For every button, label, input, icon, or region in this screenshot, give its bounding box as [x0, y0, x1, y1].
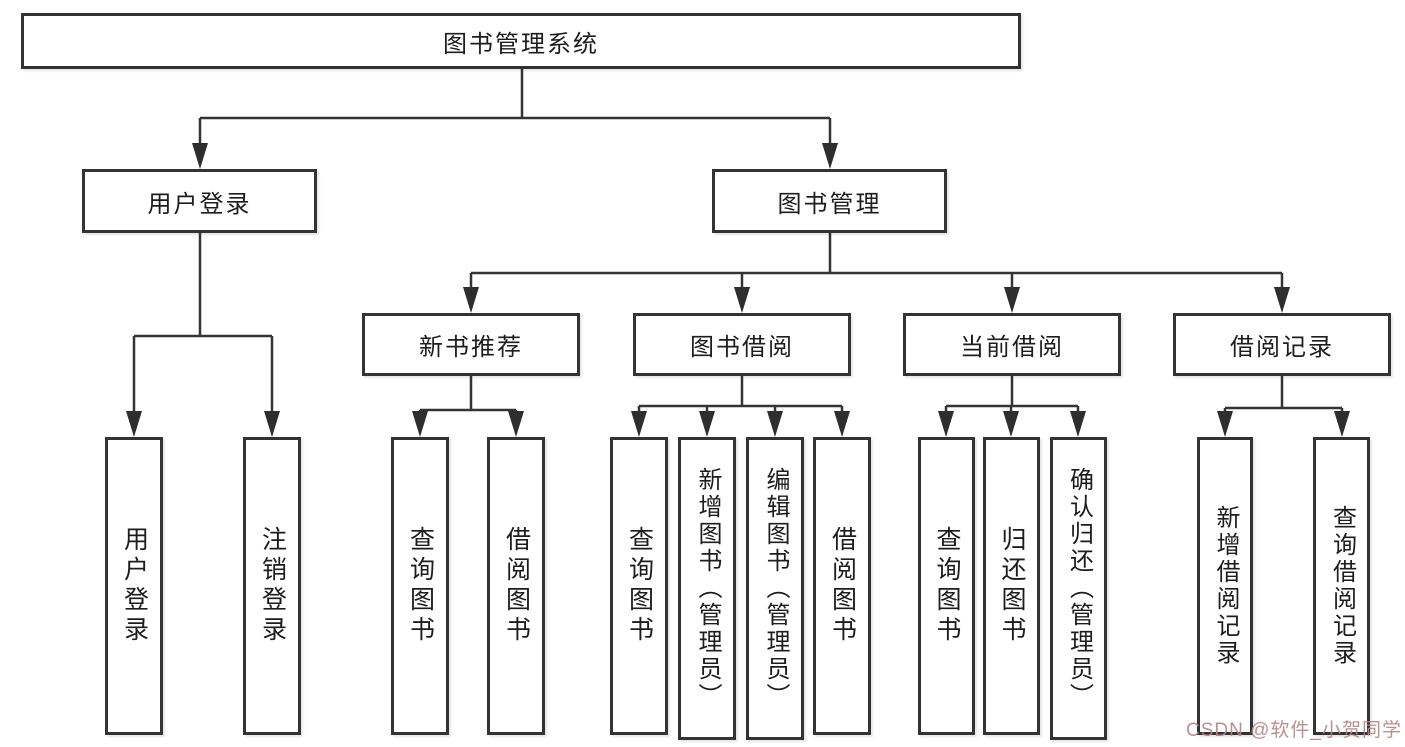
- leaf-borrow-books-label: 借阅图书: [828, 526, 857, 646]
- leaf-borrow-books-recommend: 借阅图书: [487, 437, 545, 735]
- leaf-confirm-return-admin-label: 确认归还（管理员）: [1065, 467, 1093, 710]
- node-book-management-label: 图书管理: [777, 190, 882, 218]
- node-current-borrow-label: 当前借阅: [960, 334, 1064, 361]
- node-current-borrow: 当前借阅: [903, 313, 1121, 376]
- leaf-return-books-label: 归还图书: [998, 526, 1026, 646]
- leaf-borrow-books: 借阅图书: [813, 437, 871, 735]
- leaf-edit-book-admin-label: 编辑图书（管理员）: [762, 467, 789, 710]
- leaf-query-borrow-record-label: 查询借阅记录: [1328, 505, 1356, 667]
- node-new-book-recommend-label: 新书推荐: [419, 334, 523, 361]
- leaf-query-books-recommend-label: 查询图书: [406, 526, 435, 646]
- leaf-query-borrow-record: 查询借阅记录: [1313, 437, 1370, 735]
- node-book-management: 图书管理: [712, 169, 947, 233]
- leaf-borrow-books-recommend-label: 借阅图书: [502, 526, 531, 646]
- leaf-return-books: 归还图书: [983, 437, 1040, 735]
- leaf-user-login-label: 用户登录: [120, 526, 149, 646]
- leaf-add-borrow-record-label: 新增借阅记录: [1212, 505, 1239, 667]
- watermark-text: CSDN @软件_小贺同学: [1186, 720, 1402, 741]
- leaf-query-books-current: 查询图书: [918, 437, 975, 735]
- leaf-query-books-current-label: 查询图书: [933, 526, 961, 646]
- leaf-user-login: 用户登录: [105, 437, 163, 735]
- node-borrow-records-label: 借阅记录: [1230, 334, 1334, 361]
- leaf-logout: 注销登录: [243, 437, 301, 735]
- leaf-add-book-admin: 新增图书（管理员）: [678, 437, 736, 740]
- node-book-borrow: 图书借阅: [633, 313, 851, 376]
- node-root: 图书管理系统: [21, 13, 1021, 69]
- node-user-login-label: 用户登录: [147, 190, 252, 218]
- leaf-query-books-borrow-label: 查询图书: [625, 526, 654, 646]
- node-borrow-records: 借阅记录: [1173, 313, 1391, 376]
- leaf-edit-book-admin: 编辑图书（管理员）: [746, 437, 804, 740]
- node-new-book-recommend: 新书推荐: [362, 313, 580, 376]
- leaf-add-book-admin-label: 新增图书（管理员）: [694, 467, 721, 710]
- node-user-login: 用户登录: [82, 169, 317, 233]
- leaf-logout-label: 注销登录: [258, 526, 287, 646]
- leaf-confirm-return-admin: 确认归还（管理员）: [1050, 437, 1107, 740]
- arrowheads: [126, 143, 1350, 437]
- leaf-query-books-recommend: 查询图书: [391, 437, 449, 735]
- leaf-query-books-borrow: 查询图书: [610, 437, 668, 735]
- node-book-borrow-label: 图书借阅: [690, 334, 794, 361]
- node-root-label: 图书管理系统: [443, 30, 599, 58]
- leaf-add-borrow-record: 新增借阅记录: [1197, 437, 1253, 735]
